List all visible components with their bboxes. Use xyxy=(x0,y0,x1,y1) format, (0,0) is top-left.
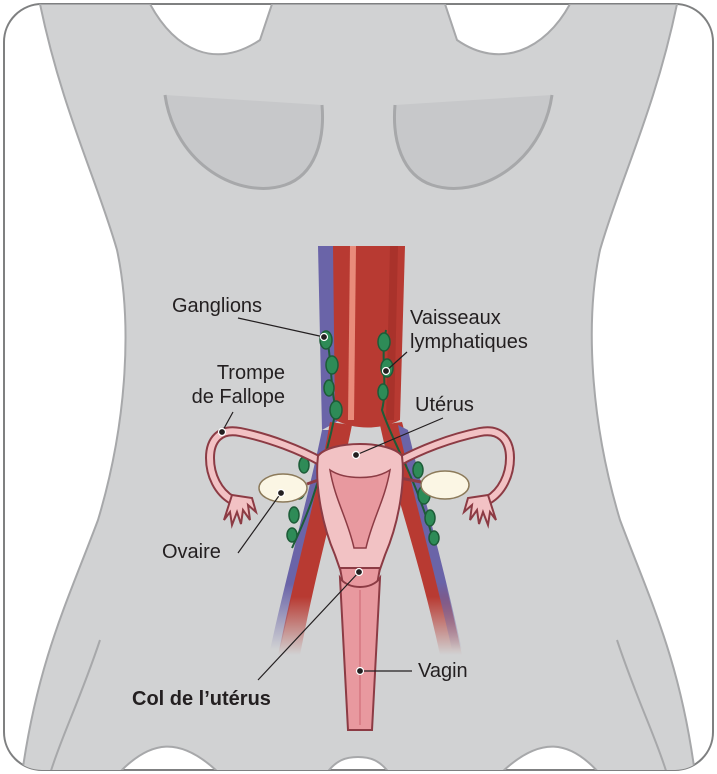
right-ovary xyxy=(421,471,469,499)
label-vaisseaux-line1: Vaisseaux xyxy=(410,307,501,329)
lymph-node xyxy=(289,507,299,523)
dot-col xyxy=(356,569,363,576)
label-ovaire: Ovaire xyxy=(162,541,221,563)
label-vagin: Vagin xyxy=(418,660,468,682)
label-col-de-l-uterus: Col de l’utérus xyxy=(132,688,271,710)
lymph-node xyxy=(429,531,439,545)
lymph-node xyxy=(425,510,435,526)
label-vaisseaux-line2: lymphatiques xyxy=(410,331,528,353)
lymph-node xyxy=(413,462,423,478)
label-trompe-line1: Trompe xyxy=(217,362,285,384)
lymph-node xyxy=(378,384,388,400)
lymph-node xyxy=(324,380,334,396)
lymph-node xyxy=(287,528,297,542)
label-ganglions: Ganglions xyxy=(172,295,262,317)
lymph-node xyxy=(378,333,390,351)
lymph-node xyxy=(326,356,338,374)
label-uterus: Utérus xyxy=(415,394,474,416)
label-trompe-line2: de Fallope xyxy=(192,386,285,408)
dot-vagin xyxy=(357,668,364,675)
dot-uterus xyxy=(353,452,360,459)
dot-ganglions xyxy=(321,334,328,341)
dot-ovaire xyxy=(278,490,285,497)
lymph-node xyxy=(330,401,342,419)
dot-vaisseaux xyxy=(383,368,390,375)
dot-trompe xyxy=(219,429,226,436)
left-ovary xyxy=(259,474,307,502)
